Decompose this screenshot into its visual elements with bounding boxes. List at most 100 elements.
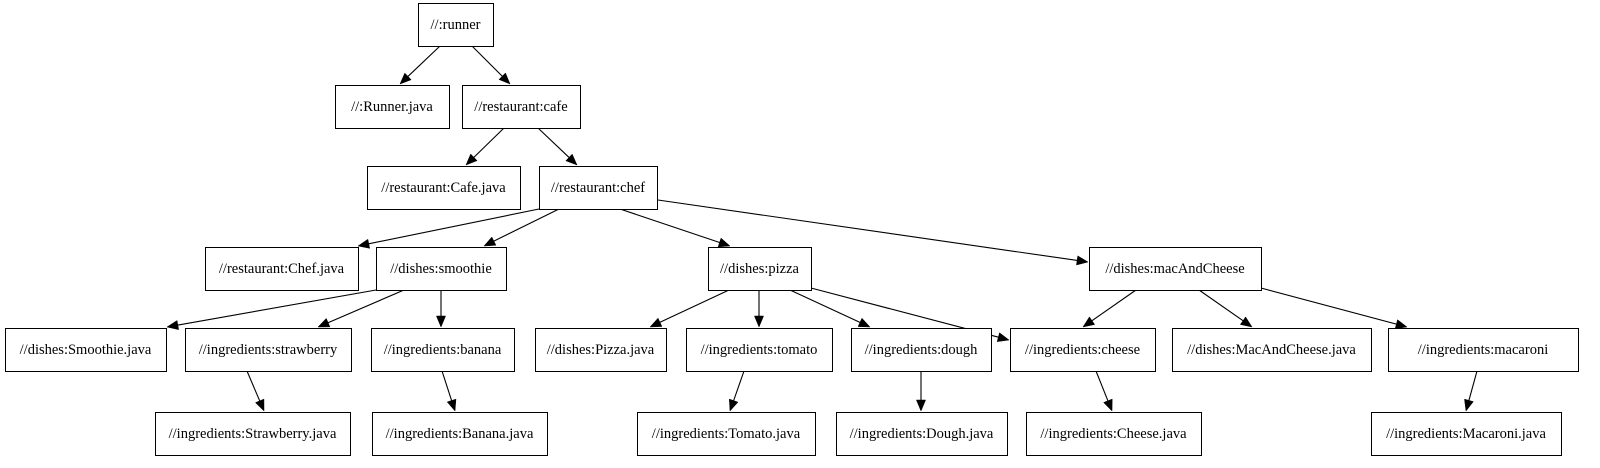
node-box: [205, 247, 359, 291]
edge-arrowhead-icon: [357, 238, 371, 249]
edge-arrowhead-icon: [166, 320, 179, 330]
edge-arrowhead-icon: [498, 72, 511, 85]
node-box: [367, 166, 521, 210]
edge-line: [471, 45, 505, 79]
node-label: //restaurant:cafe: [474, 99, 567, 115]
node-label: //dishes:macAndCheese: [1105, 261, 1244, 277]
graph-node-restaurant_chef[interactable]: //restaurant:chef: [539, 166, 658, 210]
edge-arrowhead-icon: [483, 236, 497, 247]
node-label: //ingredients:macaroni: [1418, 342, 1548, 358]
edge-arrowhead-icon: [436, 315, 446, 328]
node-label: //ingredients:Strawberry.java: [169, 426, 337, 442]
node-box: [1010, 328, 1156, 372]
graph-edge: [441, 370, 457, 412]
edge-arrowhead-icon: [729, 398, 739, 412]
node-label: //restaurant:chef: [551, 180, 645, 196]
graph-node-restaurant_cafe[interactable]: //restaurant:cafe: [462, 85, 581, 129]
node-box: [376, 247, 507, 291]
edge-arrowhead-icon: [754, 315, 764, 328]
edge-arrowhead-icon: [1082, 316, 1096, 328]
graph-node-dishes_macandcheese_java[interactable]: //dishes:MacAndCheese.java: [1172, 328, 1372, 372]
graph-edge: [1095, 370, 1113, 412]
graph-edge: [246, 370, 265, 412]
graph-node-runner_java[interactable]: //:Runner.java: [335, 85, 450, 129]
node-box: [836, 412, 1008, 456]
node-label: //dishes:pizza: [720, 261, 799, 277]
graph-node-dishes_smoothie[interactable]: //dishes:smoothie: [376, 247, 507, 291]
graph-node-restaurant_cafe_java[interactable]: //restaurant:Cafe.java: [367, 166, 521, 210]
graph-edge: [537, 127, 578, 166]
edge-line: [619, 208, 722, 244]
graph-node-dishes_pizza[interactable]: //dishes:pizza: [708, 247, 812, 291]
graph-node-ing_cheese_java[interactable]: //ingredients:Cheese.java: [1026, 412, 1202, 456]
node-label: //ingredients:tomato: [701, 342, 818, 358]
graph-edge: [465, 127, 505, 166]
graph-edge: [657, 199, 1089, 266]
graph-edge: [729, 370, 745, 412]
node-box: [1026, 412, 1202, 456]
edge-arrowhead-icon: [317, 317, 331, 328]
edge-arrowhead-icon: [717, 237, 731, 248]
node-box: [1172, 328, 1372, 372]
graph-node-ing_dough[interactable]: //ingredients:dough: [851, 328, 992, 372]
graph-node-ing_dough_java[interactable]: //ingredients:Dough.java: [836, 412, 1008, 456]
edge-arrowhead-icon: [1394, 319, 1408, 329]
node-box: [418, 3, 494, 47]
edge-line: [406, 45, 441, 79]
graph-edge: [317, 289, 405, 328]
graph-edge: [916, 371, 926, 412]
node-label: //:Runner.java: [351, 99, 433, 115]
edge-arrowhead-icon: [399, 72, 412, 85]
node-label: //ingredients:strawberry: [199, 342, 338, 358]
edge-line: [491, 208, 560, 243]
graph-node-dishes_macandcheese[interactable]: //dishes:macAndCheese: [1089, 247, 1262, 291]
node-box: [462, 85, 581, 129]
node-label: //dishes:Pizza.java: [547, 342, 655, 358]
graph-node-dishes_pizza_java[interactable]: //dishes:Pizza.java: [535, 328, 667, 372]
graph-edge: [754, 290, 764, 328]
graph-node-ing_strawberry_java[interactable]: //ingredients:Strawberry.java: [155, 412, 351, 456]
node-box: [686, 328, 833, 372]
graph-edge: [649, 289, 730, 328]
node-box: [535, 328, 667, 372]
edge-line: [1090, 289, 1137, 323]
graph-node-ing_tomato_java[interactable]: //ingredients:Tomato.java: [637, 412, 816, 456]
node-box: [5, 328, 167, 372]
node-box: [371, 328, 515, 372]
edge-arrowhead-icon: [565, 153, 578, 166]
edge-line: [732, 370, 745, 403]
edge-line: [472, 127, 505, 160]
graph-node-ing_macaroni_java[interactable]: //ingredients:Macaroni.java: [1371, 412, 1562, 456]
graph-edge: [399, 45, 441, 85]
node-box: [155, 412, 351, 456]
edge-arrowhead-icon: [857, 317, 871, 328]
graph-edge: [1464, 370, 1478, 412]
graph-node-dishes_smoothie_java[interactable]: //dishes:Smoothie.java: [5, 328, 167, 372]
graph-node-ing_cheese[interactable]: //ingredients:cheese: [1010, 328, 1156, 372]
edge-line: [441, 370, 453, 403]
node-label: //ingredients:cheese: [1025, 342, 1140, 358]
node-layer: //:runner //:Runner.java //restaurant:cafe…: [5, 3, 1579, 456]
graph-node-ing_banana_java[interactable]: //ingredients:Banana.java: [372, 412, 548, 456]
graph-node-restaurant_chef_java[interactable]: //restaurant:Chef.java: [205, 247, 359, 291]
graph-edge: [166, 289, 377, 330]
node-label: //ingredients:Banana.java: [386, 426, 534, 442]
node-label: //ingredients:Macaroni.java: [1386, 426, 1546, 442]
graph-node-ing_macaroni[interactable]: //ingredients:macaroni: [1388, 328, 1579, 372]
graph-node-ing_strawberry[interactable]: //ingredients:strawberry: [185, 328, 352, 372]
graph-edge: [1260, 287, 1408, 329]
node-box: [372, 412, 548, 456]
edge-layer: [166, 45, 1478, 412]
edge-line: [657, 199, 1080, 262]
graph-node-ing_banana[interactable]: //ingredients:banana: [371, 328, 515, 372]
node-box: [1089, 247, 1262, 291]
edge-arrowhead-icon: [1239, 316, 1253, 328]
node-label: //restaurant:Chef.java: [219, 261, 345, 277]
node-box: [851, 328, 992, 372]
graph-edge: [1082, 289, 1137, 328]
graph-node-ing_tomato[interactable]: //ingredients:tomato: [686, 328, 833, 372]
node-box: [539, 166, 658, 210]
graph-node-runner[interactable]: //:runner: [418, 3, 494, 47]
edge-line: [246, 370, 261, 403]
edge-arrowhead-icon: [916, 399, 926, 412]
